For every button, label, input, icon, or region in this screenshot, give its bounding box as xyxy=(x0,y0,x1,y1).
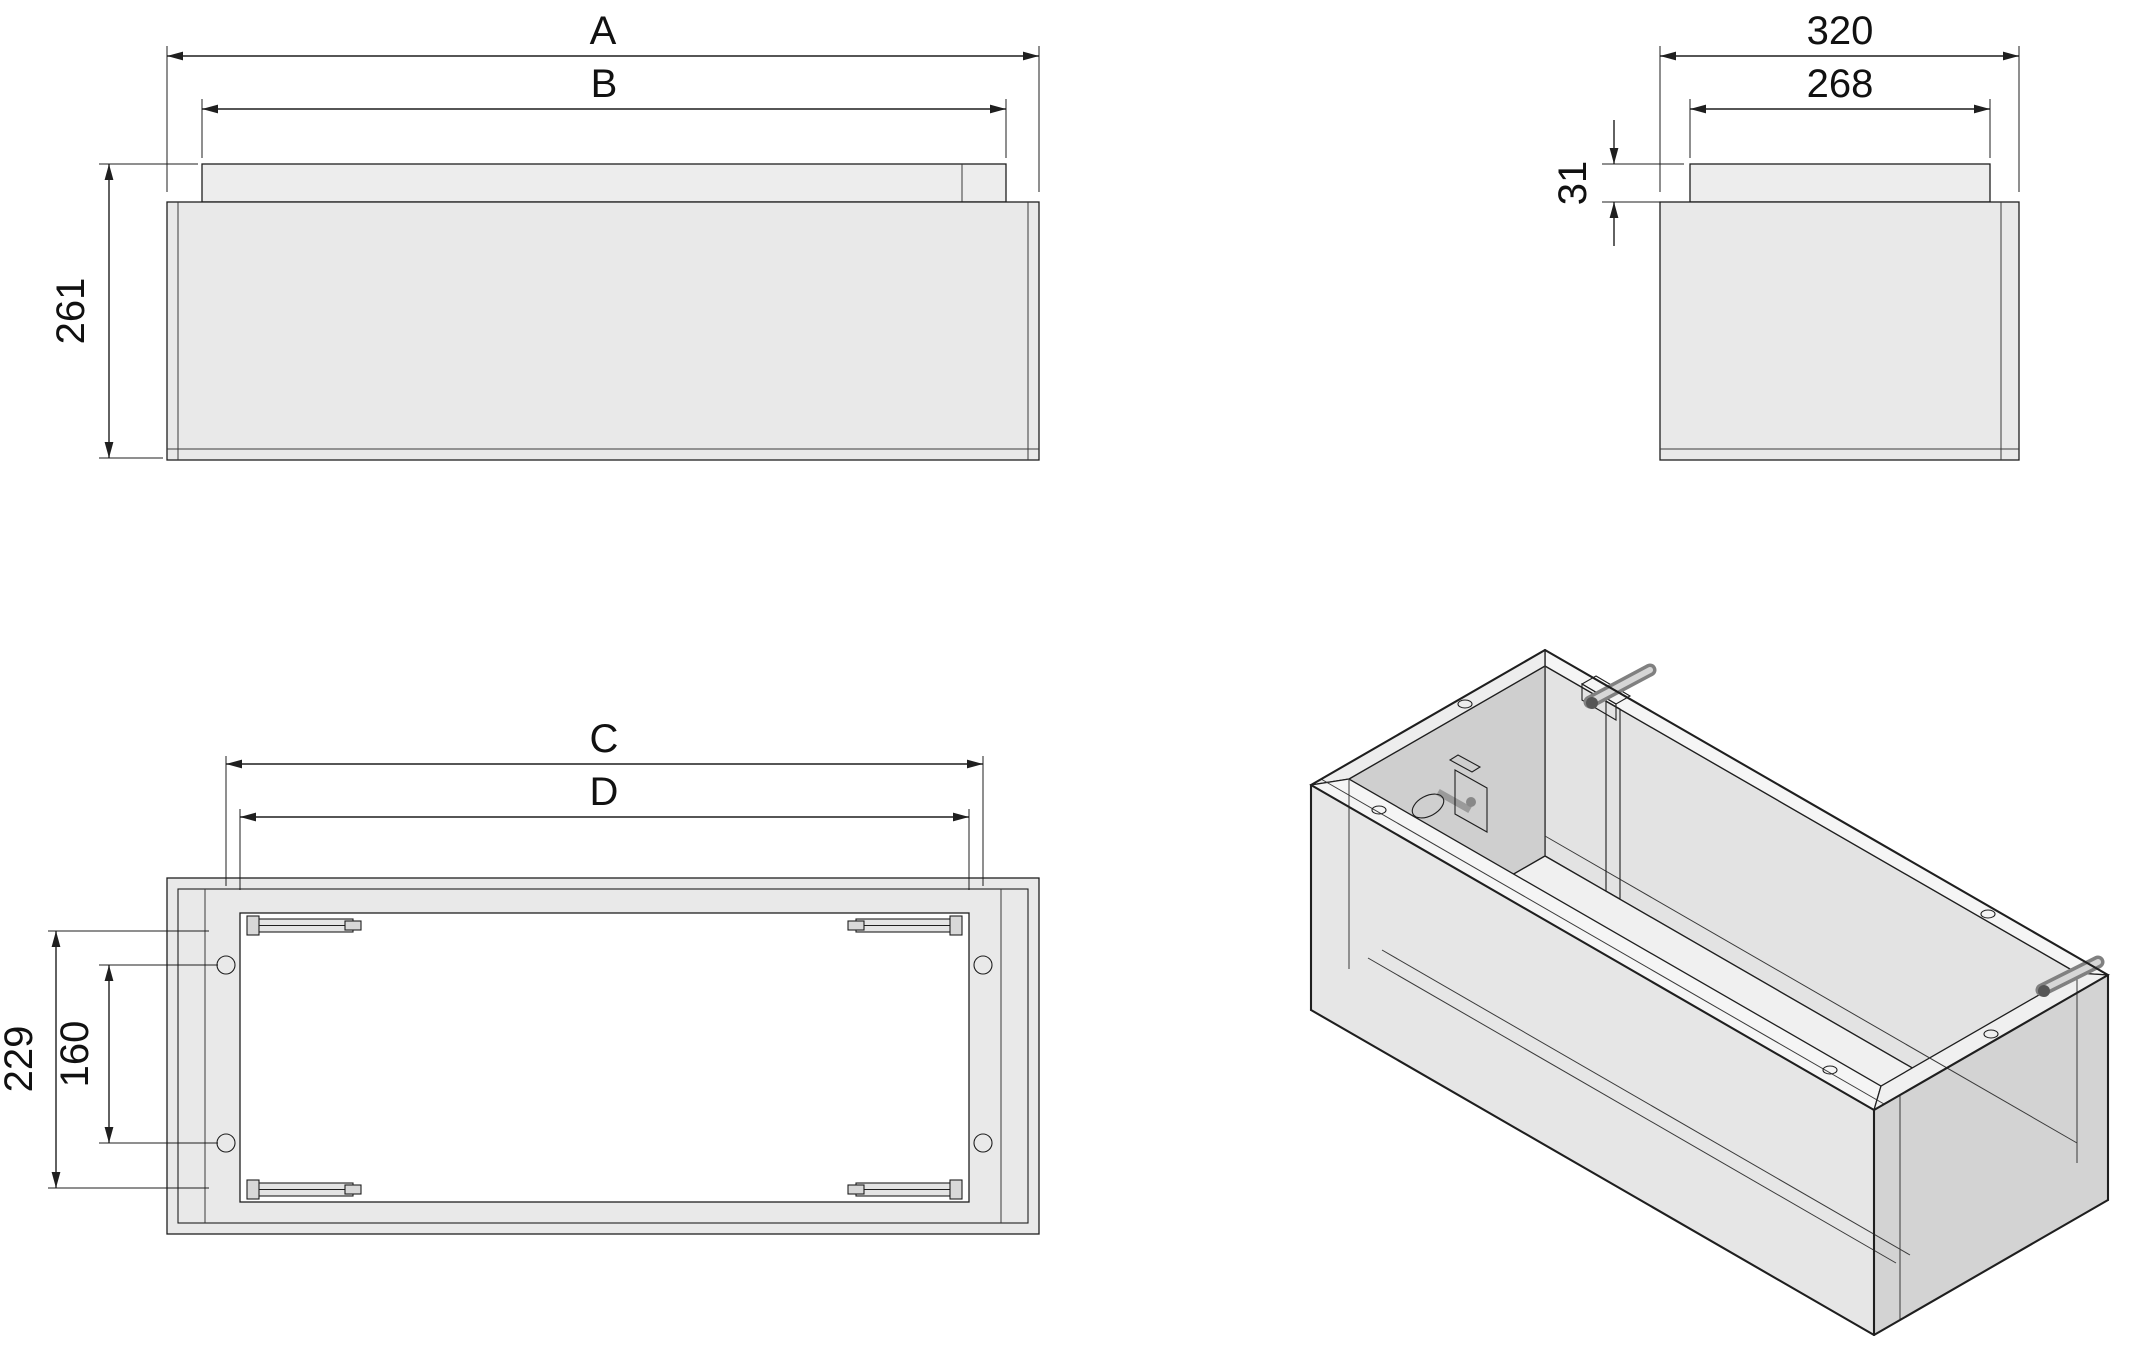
screw-hole xyxy=(1822,1065,1838,1075)
mounting-hole xyxy=(973,1133,993,1153)
side-view-body xyxy=(1659,201,2020,461)
front-view-body xyxy=(166,201,1040,461)
bracket-plate xyxy=(1454,769,1488,833)
slide-rail-top-left xyxy=(246,915,362,936)
iso-seams xyxy=(1320,666,2078,1320)
dim-plan-mount-span-outer: 229 xyxy=(0,930,209,1189)
dim-plan-inner-width: D xyxy=(239,770,970,890)
iso-cable-hole xyxy=(1411,793,1445,819)
dim-front-overall-width: A xyxy=(166,9,1040,192)
plan-view-opening xyxy=(239,912,970,1203)
side-view: 320 268 31 xyxy=(1551,9,2020,461)
lever-pivot xyxy=(1586,697,1598,709)
screw-hole xyxy=(1980,909,1996,919)
slide-rail-top-right xyxy=(847,915,963,936)
mounting-hole xyxy=(973,955,993,975)
plan-view: C D 229 160 xyxy=(0,717,1040,1235)
iso-outer-edges xyxy=(1309,648,2110,1337)
slide-rail-bottom-left xyxy=(246,1179,362,1200)
iso-screw-holes xyxy=(1371,699,1999,1075)
dim-label-overall-depth: 320 xyxy=(1807,9,1874,53)
isometric-view xyxy=(1309,648,2111,1337)
front-view: A B 261 xyxy=(49,9,1040,461)
rail-channel xyxy=(1605,700,1621,900)
iso-adjustment-bracket xyxy=(1436,754,1488,833)
screw-hole xyxy=(1371,805,1387,815)
dim-label-inner-depth: 268 xyxy=(1807,62,1874,106)
plan-view-wall-seams xyxy=(204,889,1002,1223)
lever-pivot xyxy=(2038,985,2050,997)
dim-label-mount-span-outer: 229 xyxy=(0,1026,41,1093)
bracket-tab xyxy=(1448,754,1482,773)
bracket-screw xyxy=(1466,797,1476,807)
dim-side-top-panel-height: 31 xyxy=(1551,120,1684,246)
slide-rail-bottom-right xyxy=(847,1179,963,1200)
front-view-seams xyxy=(167,202,1039,460)
dim-label-top-panel-height: 31 xyxy=(1551,161,1595,206)
dim-label-plan-overall-width: C xyxy=(590,717,619,761)
side-view-top-panel xyxy=(1689,163,1991,203)
plan-view-frame-inner-line xyxy=(177,888,1029,1224)
dim-label-height: 261 xyxy=(49,278,93,345)
dim-plan-mount-span-inner: 160 xyxy=(53,964,218,1144)
dim-front-inner-width: B xyxy=(201,62,1007,158)
side-view-seams xyxy=(1660,202,2019,460)
dim-front-height: 261 xyxy=(49,163,198,459)
iso-release-lever-left xyxy=(1583,663,1657,709)
screw-hole xyxy=(1457,699,1473,709)
screw-hole xyxy=(1983,1029,1999,1039)
dim-label-overall-width: A xyxy=(590,9,617,53)
dim-plan-overall-width: C xyxy=(225,717,984,886)
front-view-top-panel xyxy=(201,163,1007,203)
dim-label-mount-span-inner: 160 xyxy=(53,1021,97,1088)
iso-release-lever-right xyxy=(2035,955,2105,997)
dim-label-inner-width: B xyxy=(591,62,618,106)
dim-side-overall-depth: 320 xyxy=(1659,9,2020,192)
dim-label-plan-inner-width: D xyxy=(590,770,619,814)
dim-side-inner-depth: 268 xyxy=(1689,62,1991,158)
